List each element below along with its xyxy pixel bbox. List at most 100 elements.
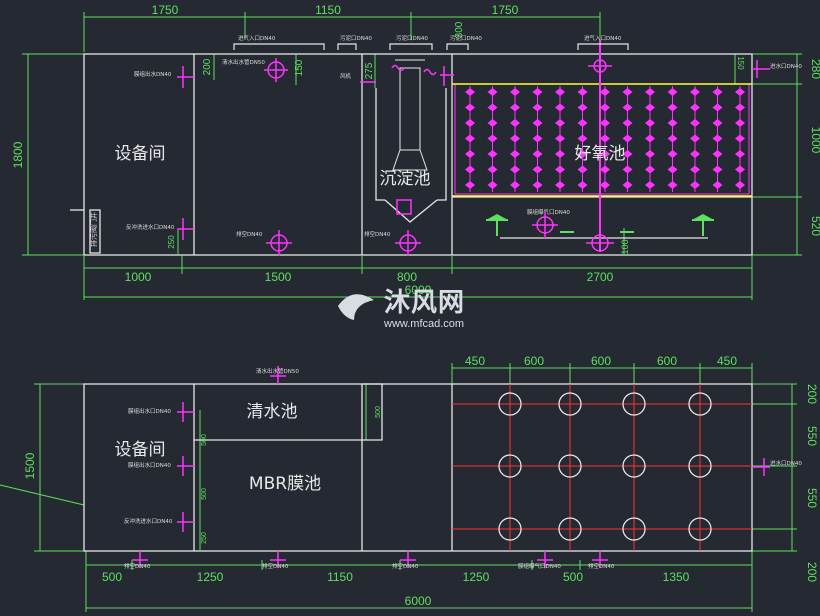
top-plan: 1750 1150 1750 1000 1500 800 2700 6000 1… (11, 3, 820, 300)
bdim-top-3: 600 (591, 354, 611, 368)
membrane-module-hole (688, 454, 712, 478)
bdim-250: 250 (201, 532, 208, 544)
blabel-in: 进水口DN40 (770, 459, 802, 467)
blabel-b5: 排空DN40 (588, 562, 615, 570)
blabel-2: 膜组出水口DN40 (128, 461, 171, 469)
blabel-b4: 膜组曝气口DN40 (518, 562, 561, 570)
aerobic-diffuser-grid (454, 83, 750, 195)
dim-250: 250 (167, 235, 176, 249)
blabel-b1: 排空DN40 (124, 562, 151, 570)
dim-150b: 150 (736, 56, 745, 70)
bdim-500b: 500 (201, 434, 208, 446)
dim-right-3: 520 (809, 216, 820, 236)
dim-top-total: 6000 (405, 283, 432, 297)
dim-bot-4: 2700 (587, 270, 614, 284)
room-aerobic: 好氧池 (575, 144, 626, 164)
blabel-b3: 排空DN40 (392, 562, 419, 570)
dim-300: 300 (454, 21, 465, 38)
label-drain-b: 排空DN40 (364, 230, 391, 238)
watermark-logo (338, 294, 374, 320)
membrane-module-hole (622, 392, 646, 416)
membrane-module-hole (622, 517, 646, 541)
label-air-in-b: 进气入口DN40 (584, 34, 622, 42)
watermark-url: www.mfcad.com (383, 318, 464, 330)
membrane-module-holes (498, 392, 712, 541)
membrane-module-hole (688, 517, 712, 541)
dim-bot-2: 1500 (265, 270, 292, 284)
label-mem-out: 膜组出水DN40 (134, 70, 172, 78)
dim-top-3: 1750 (492, 3, 519, 17)
bdim-top-5: 450 (717, 354, 737, 368)
dim-275: 275 (364, 62, 375, 79)
membrane-module-hole (498, 454, 522, 478)
bdim-bot-6: 1350 (663, 570, 690, 584)
membrane-module-hole (498, 517, 522, 541)
dim-200: 200 (202, 58, 213, 75)
dim-top-2: 1150 (315, 3, 341, 17)
aerator-head-caps (486, 214, 714, 220)
membrane-module-hole (558, 392, 582, 416)
membrane-module-hole (622, 454, 646, 478)
blabel-top-pipe: 清水出水管DN50 (256, 367, 299, 375)
bottom-pipe-fittings (132, 366, 770, 568)
membrane-module-hole (558, 454, 582, 478)
bdim-top-4: 600 (657, 354, 677, 368)
membrane-module-hole (688, 392, 712, 416)
bdim-right-1: 200 (805, 384, 819, 404)
watermark: 沐风网 www.mfcad.com (338, 288, 465, 330)
bdim-bot-4: 1250 (463, 570, 490, 584)
top-pipe-fittings (177, 58, 770, 256)
bdim-right-4: 200 (805, 562, 819, 582)
blabel-3: 反冲洗进水口DN40 (124, 517, 173, 525)
dim-top-height: 1800 (11, 141, 25, 168)
label-sludge-b: 污泥口DN40 (396, 34, 428, 42)
bdim-bot-5: 500 (563, 570, 583, 584)
bdim-top-2: 600 (524, 354, 544, 368)
bdim-right-3: 550 (805, 488, 819, 508)
label-sludge-c: 污泥口DN40 (450, 34, 482, 42)
room-equipment-bottom: 设备间 (115, 440, 166, 460)
label-clear-out: 清水出水管DN50 (222, 58, 265, 66)
membrane-module-hole (558, 517, 582, 541)
label-sludge-a: 污泥口DN40 (340, 34, 372, 42)
dim-top-1: 1750 (152, 3, 179, 17)
dim-bot-1: 1000 (125, 270, 152, 284)
membrane-aerator-heads (486, 219, 714, 236)
dim-100: 100 (620, 239, 630, 254)
bdim-height: 1500 (23, 452, 37, 479)
bdim-500c: 500 (201, 488, 208, 500)
diffuser-markers (465, 86, 745, 192)
label-mem-blow: 膜组曝气口DN40 (527, 208, 570, 216)
dim-right-2: 1000 (809, 127, 820, 154)
bottom-dim-lines (0, 363, 797, 612)
label-blower: 风机 (340, 72, 352, 80)
dim-right-1: 280 (809, 59, 820, 79)
label-wash-in: 反冲洗进水口DN40 (126, 223, 175, 231)
blabel-b2: 排空DN40 (262, 562, 289, 570)
label-water-in: 进水口DN40 (770, 62, 802, 70)
label-drain-a: 排空DN40 (236, 230, 263, 238)
top-vent-stubs (233, 43, 629, 50)
watermark-brand: 沐风网 (384, 288, 465, 318)
top-walls (70, 53, 753, 256)
bdim-right-2: 550 (805, 426, 819, 446)
blabel-1: 膜组出水口DN40 (128, 407, 171, 415)
bottom-walls (83, 383, 753, 552)
label-air-in-a: 进气入口DN40 (238, 34, 276, 42)
room-clear-water: 清水池 (247, 402, 298, 422)
bdim-bot-1: 500 (102, 570, 122, 584)
bdim-bot-3: 1150 (327, 570, 353, 584)
room-mbr: MBR膜池 (249, 474, 321, 494)
bdim-top-1: 450 (465, 354, 485, 368)
bdim-500a: 500 (375, 406, 382, 418)
room-sedimentation: 沉淀池 (380, 169, 431, 189)
bdim-total: 6000 (405, 594, 432, 608)
membrane-grid-lines (452, 384, 752, 551)
dim-bot-3: 800 (397, 270, 417, 284)
dim-150a: 150 (294, 59, 305, 76)
bottom-plan: 450 600 600 600 450 500 1250 1150 1250 5… (0, 354, 819, 612)
side-note: 排污阀门井 (89, 212, 98, 247)
room-equipment-top: 设备间 (115, 144, 166, 164)
membrane-module-hole (498, 392, 522, 416)
